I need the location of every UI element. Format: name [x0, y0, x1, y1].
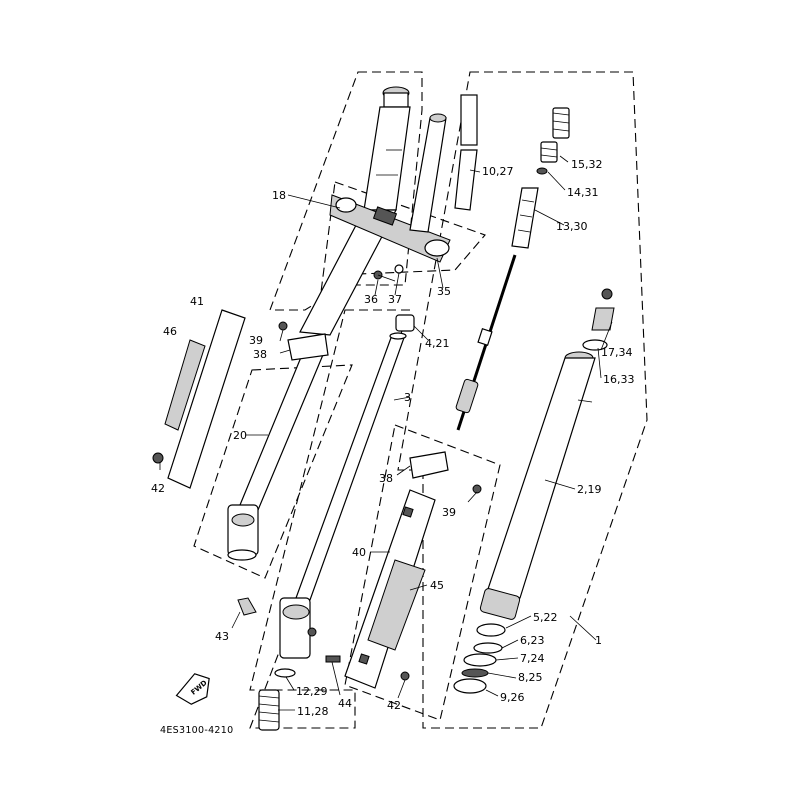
cartridge-parts [453, 94, 615, 694]
bracket-clamp [424, 239, 450, 257]
callout-labels: 18 10,27 15,32 14,31 13,30 36 37 35 41 4… [151, 158, 635, 718]
fwd-arrow-icon: FWD [175, 673, 210, 705]
callout-5-22: 5,22 [533, 611, 558, 624]
callout-11-28: 11,28 [297, 705, 329, 718]
left-inner-tube [239, 349, 326, 511]
callout-42-upper: 42 [151, 482, 165, 495]
boundary-guard [344, 424, 501, 721]
boundary-bracket [319, 181, 486, 301]
bolt-42-upper [152, 452, 164, 464]
oring-16-33 [582, 339, 608, 351]
guard-protector-45 [367, 559, 426, 651]
washer-14-31 [536, 167, 548, 175]
spring-15-32 [540, 107, 570, 163]
left-axle-holder [227, 504, 259, 556]
bolt-39-upper [278, 321, 288, 331]
callout-45: 45 [430, 579, 444, 592]
callout-35: 35 [437, 285, 451, 298]
callout-4-21: 4,21 [425, 337, 450, 350]
bolt-42-lower [400, 671, 410, 681]
left-guard [152, 309, 329, 489]
callout-16-33: 16,33 [603, 373, 635, 386]
upper-bracket [329, 113, 451, 282]
callout-43: 43 [215, 630, 229, 643]
callout-13-30: 13,30 [556, 220, 588, 233]
boundary-outer-tube [193, 364, 353, 579]
outer-tube-2-19 [486, 357, 596, 599]
left-upper-tube [363, 106, 411, 211]
callout-41: 41 [190, 295, 204, 308]
ring-12-29 [274, 668, 296, 678]
leader-lines [159, 155, 613, 711]
left-axle-hole [231, 513, 255, 527]
callout-20: 20 [233, 429, 247, 442]
guard-plate-41 [167, 309, 246, 489]
boundary-lower [249, 309, 411, 729]
callout-39-upper: 39 [249, 334, 263, 347]
callout-38-upper: 38 [253, 348, 267, 361]
tube-10-27 [460, 94, 478, 146]
clamp-38-lower [409, 451, 449, 479]
callout-14-31: 14,31 [567, 186, 599, 199]
callout-39-lower: 39 [442, 506, 456, 519]
boundary-left-assembly [269, 71, 423, 311]
callout-2-19: 2,19 [577, 483, 602, 496]
callout-3: 3 [404, 391, 411, 404]
callout-44: 44 [338, 697, 352, 710]
bracket-bolt [372, 206, 398, 226]
callout-8-25: 8,25 [518, 671, 543, 684]
callout-37: 37 [388, 293, 402, 306]
tube-10-27-lower [454, 149, 478, 211]
left-fork-leg [227, 86, 411, 561]
callout-46: 46 [163, 325, 177, 338]
callout-6-23: 6,23 [520, 634, 545, 647]
spring-11-28 [258, 689, 280, 731]
seal-5-22 [476, 623, 506, 637]
callout-15-32: 15,32 [571, 158, 603, 171]
bleed-screw-43 [237, 597, 257, 616]
washer-37 [394, 264, 404, 274]
clamp-38-upper [287, 333, 329, 361]
callout-18: 18 [272, 189, 286, 202]
steering-stem [409, 117, 447, 233]
guard-sheet-46 [164, 339, 206, 431]
callout-42-lower: 42 [387, 699, 401, 712]
fork-guard [325, 451, 482, 689]
callout-10-27: 10,27 [482, 165, 514, 178]
seal-9-26 [453, 678, 487, 694]
callout-36: 36 [364, 293, 378, 306]
callout-38-lower: 38 [379, 472, 393, 485]
callout-9-26: 9,26 [500, 691, 525, 704]
callout-17-34: 17,34 [601, 346, 633, 359]
clip-8-25 [461, 668, 489, 678]
damper-piston [455, 378, 479, 414]
spring-13-30 [511, 187, 539, 249]
callout-12-29: 12,29 [296, 685, 328, 698]
inner-tube-3 [237, 314, 415, 731]
callout-7-24: 7,24 [520, 652, 545, 665]
bushing-4-21 [395, 314, 415, 332]
seal-7-24 [463, 653, 497, 667]
cap-bolt-17-34 [591, 307, 615, 331]
seal-6-23 [473, 642, 503, 654]
bolt-44 [325, 655, 341, 663]
group-boundaries [193, 71, 648, 729]
boundary-right-assembly [397, 71, 648, 729]
callout-40: 40 [352, 546, 366, 559]
callout-1: 1 [595, 634, 602, 647]
diagram-code: 4ES3100-4210 [160, 725, 233, 736]
left-cap-body [383, 92, 409, 108]
bolt-39-lower [472, 484, 482, 494]
